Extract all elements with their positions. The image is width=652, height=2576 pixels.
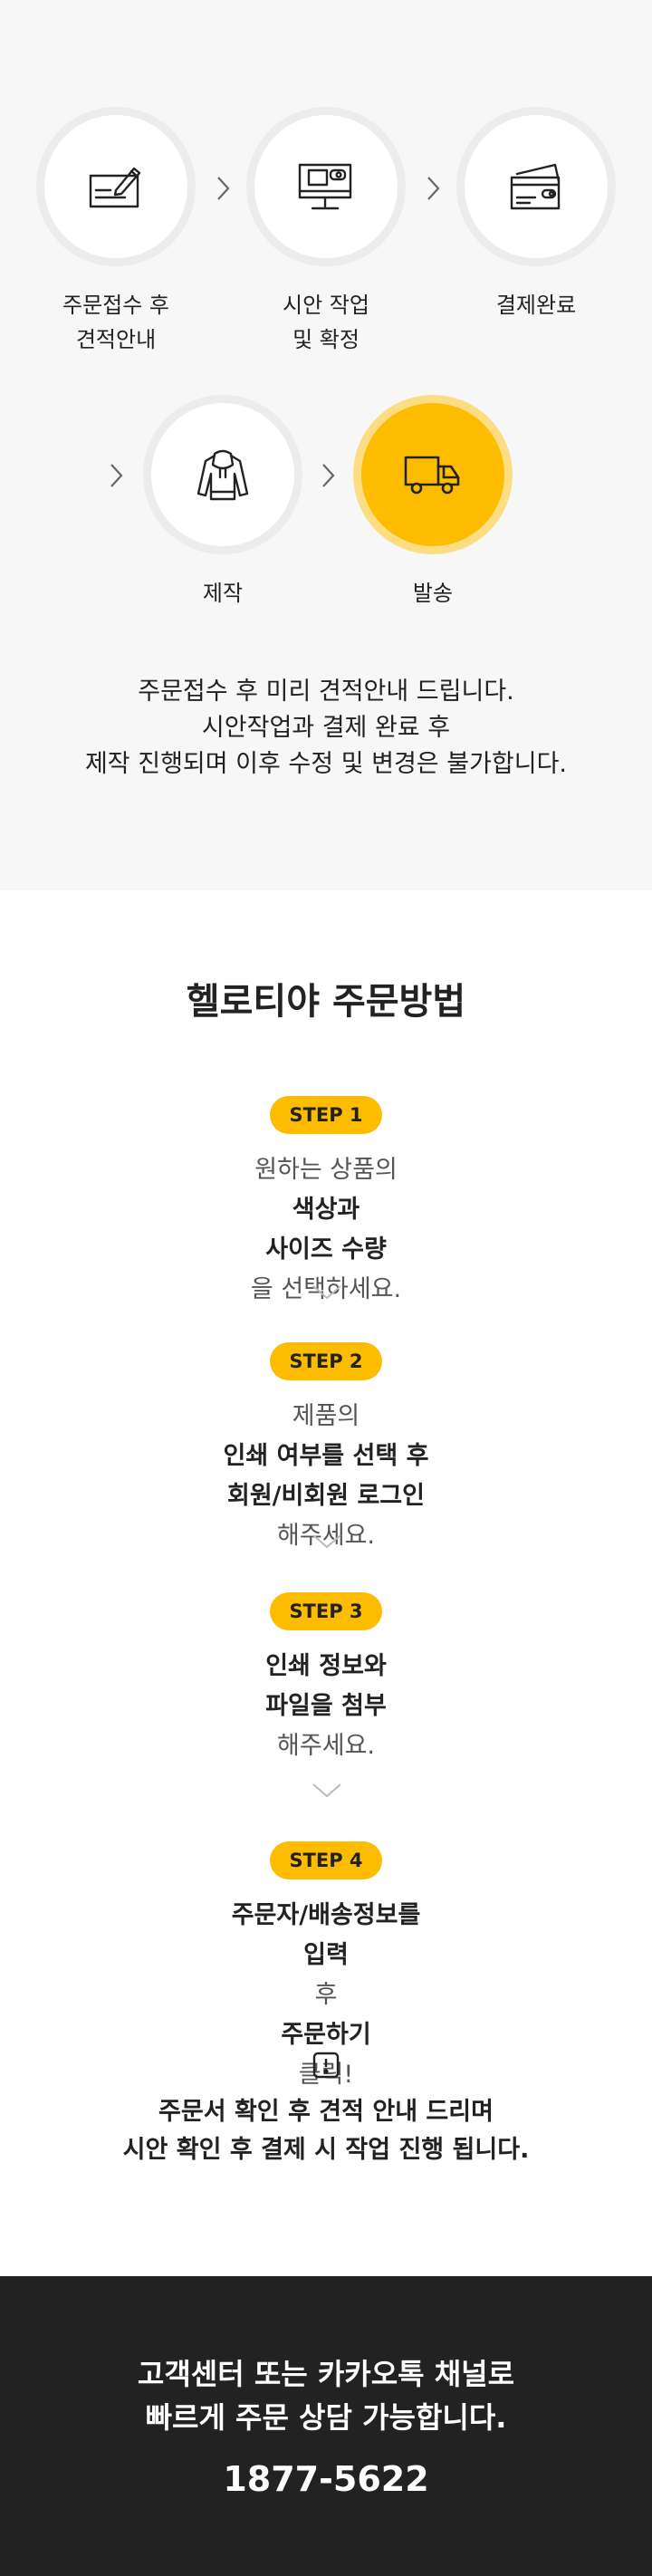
step-description: 제품의 인쇄 여부를 선택 후 회원/비회원 로그인 해주세요. (0, 1397, 652, 1556)
step-line: 회원/비회원 로그인 해주세요. (227, 1482, 425, 1550)
hoodie-icon (197, 449, 249, 501)
step-line: 주문자/배송정보를 (231, 1901, 421, 1929)
process-step-3-circle (456, 107, 616, 266)
order-step-3: STEP 3 인쇄 정보와 파일을 첨부 해주세요. (0, 1592, 652, 1766)
process-step-4-circle (143, 395, 302, 554)
order-step-4: STEP 4 주문자/배송정보를 입력 후 주문하기 클릭! (0, 1841, 652, 2095)
step-description: 주문자/배송정보를 입력 후 주문하기 클릭! (0, 1896, 652, 2095)
notice-text: 주문서 확인 후 견적 안내 드리며 시안 확인 후 결제 시 작업 진행 됩니… (0, 2093, 652, 2169)
alert-icon (312, 2052, 340, 2079)
chevron-right-icon (322, 464, 335, 487)
process-step-4-label: 제작 (202, 581, 244, 606)
notice-line: 주문서 확인 후 견적 안내 드리며 (158, 2098, 494, 2126)
chevron-down-icon (312, 1534, 341, 1549)
chevron-right-icon (427, 177, 440, 200)
credit-card-icon (510, 163, 561, 210)
monitor-design-icon (298, 163, 352, 210)
process-step-1-circle (36, 107, 196, 266)
customer-service-line: 고객센터 또는 카카오톡 채널로 (137, 2357, 515, 2391)
process-description: 주문접수 후 미리 견적안내 드립니다. 시안작업과 결제 완료 후 제작 진행… (0, 674, 652, 783)
step-line: 원하는 상품의 색상과 (254, 1156, 398, 1224)
process-description-line: 시안작업과 결제 완료 후 (201, 714, 451, 742)
step-badge: STEP 4 (270, 1841, 382, 1879)
step-line: 파일을 첨부 해주세요. (265, 1692, 387, 1760)
process-step-1-label: 주문접수 후 견적안내 (62, 293, 170, 352)
process-description-line: 제작 진행되며 이후 수정 및 변경은 불가합니다. (84, 750, 568, 778)
order-process-section: 주문접수 후 견적안내 시안 작업 및 확정 결제완료 (0, 0, 652, 890)
step-badge: STEP 2 (270, 1342, 382, 1380)
check-document-icon (89, 167, 141, 208)
delivery-truck-icon (404, 456, 460, 495)
process-step-5-circle (353, 395, 513, 554)
chevron-down-icon (312, 1285, 341, 1300)
step-description: 인쇄 정보와 파일을 첨부 해주세요. (0, 1647, 652, 1766)
process-step-5-label: 발송 (412, 581, 454, 606)
notice-line: 시안 확인 후 결제 시 작업 진행 됩니다. (122, 2136, 530, 2164)
order-notice: 주문서 확인 후 견적 안내 드리며 시안 확인 후 결제 시 작업 진행 됩니… (0, 2052, 652, 2169)
phone-number-link[interactable]: 1877-5622 (223, 2459, 429, 2499)
step-badge: STEP 3 (270, 1592, 382, 1630)
section-title: 헬로티야 주문방법 (186, 981, 466, 1023)
customer-service-message: 고객센터 또는 카카오톡 채널로 빠르게 주문 상담 가능합니다. (0, 2352, 652, 2439)
chevron-right-icon (217, 177, 230, 200)
chevron-down-icon (312, 1783, 341, 1798)
step-line: 제품의 인쇄 여부를 선택 후 (223, 1402, 429, 1470)
step-badge: STEP 1 (270, 1096, 382, 1134)
customer-service-line: 빠르게 주문 상담 가능합니다. (145, 2400, 507, 2435)
order-step-2: STEP 2 제품의 인쇄 여부를 선택 후 회원/비회원 로그인 해주세요. (0, 1342, 652, 1556)
process-description-line: 주문접수 후 미리 견적안내 드립니다. (138, 678, 514, 706)
step-line: 인쇄 정보와 (265, 1652, 387, 1680)
step-line: 입력 후 주문하기 클릭! (281, 1941, 371, 2089)
process-step-2-circle (246, 107, 406, 266)
chevron-right-icon (110, 464, 123, 487)
process-step-2-label: 시안 작업 및 확정 (283, 293, 369, 352)
process-step-3-label: 결제완료 (495, 293, 577, 318)
customer-service-banner: 고객센터 또는 카카오톡 채널로 빠르게 주문 상담 가능합니다. 1877-5… (0, 2276, 652, 2576)
